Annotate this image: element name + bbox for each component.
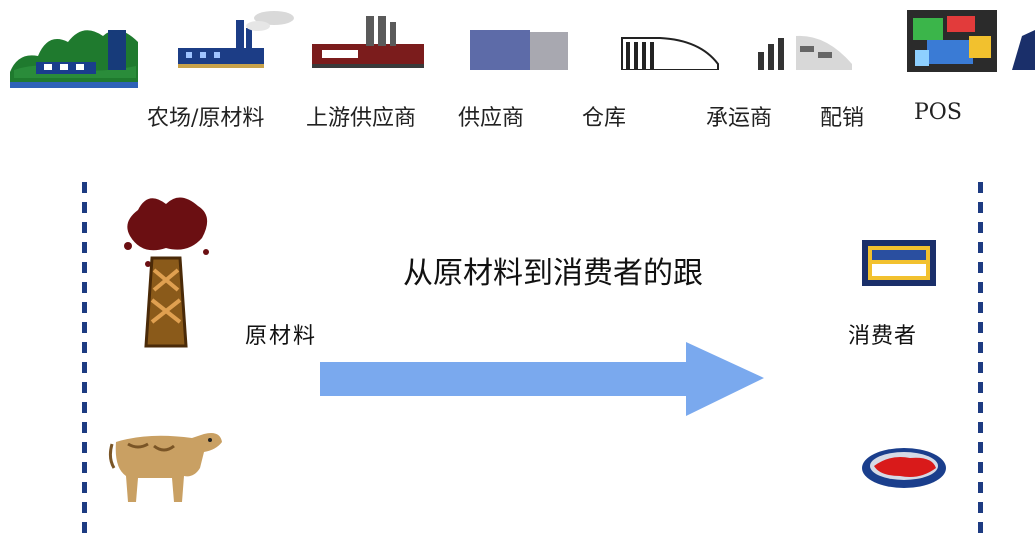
oil-derrick-icon [124,197,209,348]
stage-label-carrier: 承运商 [706,106,773,131]
raw-material-label: 原材料 [245,324,318,349]
supplier-factory-icon [312,16,424,68]
stage-label-farm: 农场/原材料 [147,106,265,131]
cow-icon [108,433,222,502]
warehouse-icon [621,37,719,70]
product-box-icon [862,240,936,286]
consumer-label: 消费者 [848,324,918,349]
stage-label-distribution: 配销 [820,106,865,131]
stage-label-pos: POS [914,100,962,125]
stage-label-supplier: 供应商 [458,106,525,131]
right-boundary-line [978,182,983,542]
smoke-icon [246,11,294,31]
farm-icon [10,30,138,88]
stage-label-upstream-supplier: 上游供应商 [306,106,417,131]
truck-icon [758,35,852,70]
meat-tray-icon [862,448,946,488]
left-boundary-line [82,182,87,542]
trace-arrow-shape [320,342,764,416]
supplier-icon [470,30,568,70]
distribution-center-icon [1012,30,1035,70]
stage-label-warehouse: 仓库 [582,106,627,131]
trace-title: 从原材料到消费者的跟 [403,256,703,291]
trace-direction-arrow [320,342,764,416]
pos-store-icon [907,10,997,72]
factory-icon [178,20,264,68]
